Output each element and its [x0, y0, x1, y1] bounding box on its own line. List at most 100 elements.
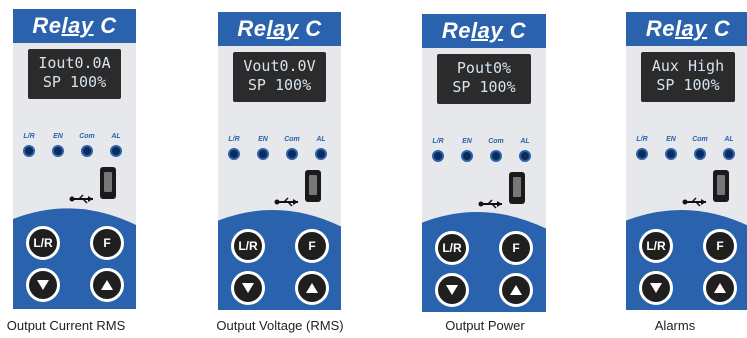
status-leds: L/R EN Com AL	[632, 136, 744, 164]
triangle-up-icon	[510, 285, 522, 295]
led-al-indicator	[315, 148, 327, 160]
led-lr-indicator	[432, 150, 444, 162]
caption-output-current: Output Current RMS	[6, 318, 126, 333]
lcd-line-1: Vout0.0V	[243, 57, 316, 75]
led-lr-indicator	[636, 148, 648, 160]
brand-text-suffix: C	[93, 13, 117, 38]
caption-output-voltage: Output Voltage (RMS)	[216, 318, 344, 333]
f-button[interactable]: F	[90, 226, 124, 260]
brand-logo: Relay C	[218, 16, 341, 42]
f-button[interactable]: F	[703, 229, 737, 263]
led-lr-indicator	[228, 148, 240, 160]
led-label-al: AL	[316, 136, 326, 143]
brand-text-suffix: C	[503, 18, 527, 43]
led-label-lr: L/R	[228, 136, 240, 143]
led-lr-indicator	[23, 145, 35, 157]
lcd-line-2: SP 100%	[42, 73, 107, 91]
brand-logo: Relay C	[422, 18, 546, 44]
brand-text-underlined: lay	[675, 16, 708, 41]
brand-logo: Relay C	[13, 13, 136, 39]
f-button[interactable]: F	[295, 229, 329, 263]
caption-alarms: Alarms	[654, 318, 696, 333]
led-com-indicator	[694, 148, 706, 160]
lr-button[interactable]: L/R	[26, 226, 60, 260]
led-en-indicator	[52, 145, 64, 157]
brand-logo: Relay C	[626, 16, 747, 42]
down-button[interactable]	[26, 268, 60, 302]
lcd-line-2: SP 100%	[656, 76, 720, 94]
f-button[interactable]: F	[499, 231, 533, 265]
led-label-en: EN	[666, 136, 676, 143]
triangle-up-icon	[306, 283, 318, 293]
brand-text-suffix: C	[298, 16, 322, 41]
triangle-up-icon	[714, 283, 726, 293]
up-button[interactable]	[499, 273, 533, 307]
led-en-indicator	[257, 148, 269, 160]
led-label-al: AL	[520, 138, 530, 145]
usb-icon	[274, 197, 298, 207]
triangle-down-icon	[446, 285, 458, 295]
f-button-label: F	[103, 236, 111, 250]
usb-port[interactable]	[713, 170, 729, 202]
led-label-com: Com	[79, 133, 95, 140]
header-band	[218, 12, 341, 46]
usb-icon	[478, 199, 502, 209]
led-label-com: Com	[692, 136, 708, 143]
down-button[interactable]	[639, 271, 673, 305]
up-button[interactable]	[295, 271, 329, 305]
header-band	[626, 12, 747, 46]
led-al-indicator	[723, 148, 735, 160]
header-band	[422, 14, 546, 48]
triangle-up-icon	[101, 280, 113, 290]
header-band	[13, 9, 136, 43]
brand-text-suffix: C	[707, 16, 731, 41]
lcd-display: Pout0%SP 100%	[437, 54, 531, 104]
usb-port[interactable]	[305, 170, 321, 202]
lcd-line-2: SP 100%	[247, 76, 312, 94]
down-button[interactable]	[231, 271, 265, 305]
up-button[interactable]	[703, 271, 737, 305]
led-label-en: EN	[53, 133, 63, 140]
usb-port[interactable]	[100, 167, 116, 199]
lcd-line-2: SP 100%	[452, 78, 516, 96]
lcd-line-1: Aux High	[651, 57, 725, 75]
led-label-com: Com	[488, 138, 504, 145]
brand-text-underlined: lay	[266, 16, 299, 41]
f-button-label: F	[308, 239, 316, 253]
usb-icon	[682, 197, 706, 207]
brand-text: Re	[645, 16, 676, 41]
led-com-indicator	[490, 150, 502, 162]
usb-port[interactable]	[509, 172, 525, 204]
brand-text-underlined: lay	[471, 18, 504, 43]
led-label-al: AL	[724, 136, 734, 143]
lr-button[interactable]: L/R	[435, 231, 469, 265]
lr-button-label: L/R	[646, 239, 666, 253]
down-button[interactable]	[435, 273, 469, 307]
f-button-label: F	[512, 241, 520, 255]
status-leds: L/R EN Com AL	[19, 133, 130, 161]
led-label-lr: L/R	[636, 136, 648, 143]
led-en-indicator	[665, 148, 677, 160]
brand-text: Re	[441, 18, 472, 43]
led-al-indicator	[519, 150, 531, 162]
brand-text: Re	[237, 16, 267, 41]
led-label-lr: L/R	[23, 133, 35, 140]
lr-button-label: L/R	[238, 239, 258, 253]
brand-text-underlined: lay	[61, 13, 94, 38]
led-label-en: EN	[462, 138, 472, 145]
triangle-down-icon	[650, 283, 662, 293]
led-label-al: AL	[111, 133, 121, 140]
caption-output-power: Output Power	[445, 318, 525, 333]
brand-text: Re	[32, 13, 62, 38]
lr-button[interactable]: L/R	[231, 229, 265, 263]
led-com-indicator	[81, 145, 93, 157]
lr-button[interactable]: L/R	[639, 229, 673, 263]
up-button[interactable]	[90, 268, 124, 302]
